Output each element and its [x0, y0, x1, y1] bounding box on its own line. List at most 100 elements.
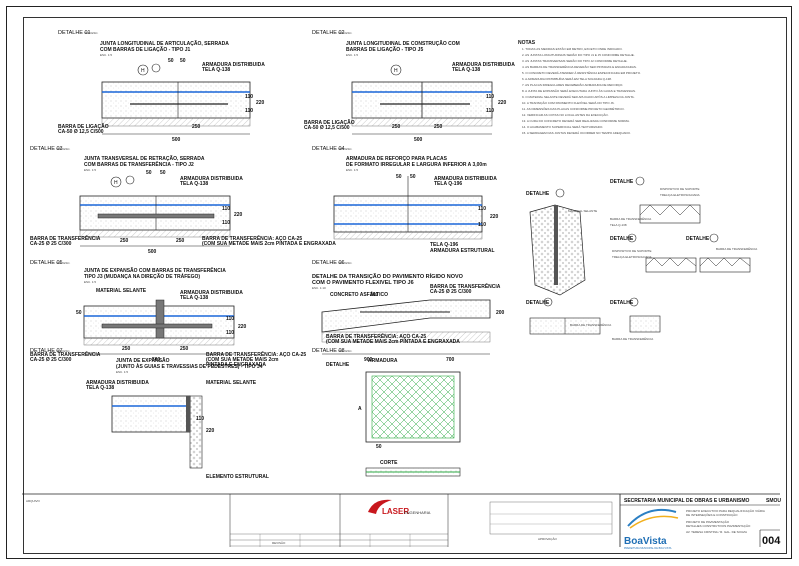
svg-text:SEM ESC.: SEM ESC. [56, 349, 71, 353]
svg-text:12. VERIFICAR AS COTAS NO LOCA: 12. VERIFICAR AS COTAS NO LOCAL ANTES DA… [522, 112, 609, 117]
svg-text:250: 250 [122, 346, 131, 352]
svg-text:BARRA DE TRANSFERÊNCIA: AÇO CA: BARRA DE TRANSFERÊNCIA: AÇO CA-25 [206, 350, 306, 358]
svg-text:DETALHE: DETALHE [526, 191, 550, 197]
svg-text:ARMADURA DISTRIBUIDA: ARMADURA DISTRIBUIDA [86, 380, 149, 386]
svg-text:TELA Q-138: TELA Q-138 [86, 385, 114, 391]
svg-text:DETALHE: DETALHE [686, 236, 710, 242]
svg-text:9. O MATERIAL SELANTE DEVERÁ S: 9. O MATERIAL SELANTE DEVERÁ SER APLICAD… [522, 94, 635, 99]
svg-text:TELA Q-196: TELA Q-196 [434, 181, 462, 187]
notes-block: NOTAS 1. TODAS AS MEDIDAS ESTÃO EM METRO… [518, 40, 641, 135]
svg-text:220: 220 [498, 100, 507, 106]
svg-text:JUNTA DE EXPANSÃO: JUNTA DE EXPANSÃO [116, 357, 170, 364]
svg-text:MATERIAL SELANTE: MATERIAL SELANTE [568, 209, 597, 213]
svg-text:ARMADURA DISTRIBUIDA: ARMADURA DISTRIBUIDA [180, 290, 243, 296]
svg-text:H: H [114, 180, 118, 186]
svg-text:TIPO J3 (MUDANÇA NA DIREÇÃO DE: TIPO J3 (MUDANÇA NA DIREÇÃO DE TRÁFEGO) [84, 273, 200, 280]
svg-text:BARRA DE TRANSFERÊNCIA: AÇO CA: BARRA DE TRANSFERÊNCIA: AÇO CA-25 [202, 234, 302, 242]
svg-text:DETALHE: DETALHE [326, 362, 350, 368]
small-details: DETALHE MATERIAL SELANTE DETALHE DISPOSI… [526, 176, 757, 341]
svg-text:ARMADURA DE REFORÇO PARA PLACA: ARMADURA DE REFORÇO PARA PLACAS [346, 156, 448, 162]
svg-text:MATERIAL SELANTE: MATERIAL SELANTE [206, 380, 257, 386]
svg-text:BARRA DE TRANSFERÊNCIA: BARRA DE TRANSFERÊNCIA [716, 246, 757, 251]
detail-01: DETALHE 01 SEM ESC. JUNTA LONGITUDINAL D… [58, 30, 265, 143]
detail-05: DETALHE 05 SEM ESC. JUNTA DE EXPANSÃO CO… [30, 260, 306, 368]
svg-text:DETALHE 04: DETALHE 04 [312, 146, 345, 152]
svg-text:ESC. 1:5: ESC. 1:5 [84, 280, 96, 284]
svg-text:DETALHE: DETALHE [526, 300, 550, 306]
svg-text:TELA Q-138: TELA Q-138 [610, 223, 627, 227]
svg-text:3. AS JUNTAS TRANSVERSAIS SERÃ: 3. AS JUNTAS TRANSVERSAIS SERÃO DO TIPO … [522, 58, 628, 63]
detail-08-mesh [371, 375, 455, 439]
svg-text:110: 110 [245, 108, 253, 114]
svg-text:CA-50 Ø 12,5 C/500: CA-50 Ø 12,5 C/500 [304, 125, 350, 131]
svg-text:110: 110 [245, 94, 253, 100]
svg-text:DISPOSITIVO DE SUPORTE: DISPOSITIVO DE SUPORTE [660, 187, 699, 191]
svg-text:SEM ESC.: SEM ESC. [338, 261, 353, 265]
svg-text:PINTADA E ENGRAXADA: PINTADA E ENGRAXADA [206, 362, 266, 368]
brand-logo: BoaVista PREFEITURA MUNICIPAL DE BOA VIS… [624, 508, 680, 550]
svg-text:110: 110 [222, 220, 230, 226]
svg-text:220: 220 [238, 324, 247, 330]
svg-text:110: 110 [222, 206, 230, 212]
svg-text:250: 250 [434, 124, 443, 130]
svg-text:700: 700 [446, 357, 455, 363]
svg-text:1. TODAS AS MEDIDAS ESTÃO EM M: 1. TODAS AS MEDIDAS ESTÃO EM METRO, EXCE… [522, 46, 623, 51]
svg-text:250: 250 [392, 124, 401, 130]
svg-text:DETALHE 07: DETALHE 07 [30, 348, 63, 354]
svg-text:10. A TRANSIÇÃO COM PAVIMENTO: 10. A TRANSIÇÃO COM PAVIMENTO FLEXÍVEL S… [522, 100, 615, 105]
svg-text:ARMADURA DISTRIBUIDA: ARMADURA DISTRIBUIDA [452, 62, 515, 68]
agency-name: SECRETARIA MUNICIPAL DE OBRAS E URBANISM… [624, 498, 749, 504]
svg-text:110: 110 [486, 108, 494, 114]
svg-text:BARRA DE LIGAÇÃO: BARRA DE LIGAÇÃO [304, 119, 355, 126]
svg-text:220: 220 [256, 100, 265, 106]
svg-text:DETALHE 06: DETALHE 06 [312, 260, 345, 266]
detail-01-scale: SEM ESC. [84, 31, 99, 35]
svg-text:50: 50 [146, 170, 152, 176]
svg-text:110: 110 [226, 330, 234, 336]
svg-text:110: 110 [478, 206, 486, 212]
svg-text:ELEMENTO ESTRUTURAL: ELEMENTO ESTRUTURAL [206, 474, 269, 480]
svg-text:DISPOSITIVO DE SUPORTE: DISPOSITIVO DE SUPORTE [612, 249, 651, 253]
svg-text:DETALHE 03: DETALHE 03 [30, 146, 63, 152]
svg-text:50: 50 [180, 58, 186, 64]
svg-text:TELA Q-196: TELA Q-196 [430, 242, 458, 248]
svg-text:CORTE: CORTE [380, 460, 398, 466]
svg-text:500: 500 [414, 137, 423, 143]
svg-text:PROJETO EXECUTIVO PARA REQUALI: PROJETO EXECUTIVO PARA REQUALIFICAÇÃO VI… [686, 508, 765, 513]
svg-text:250: 250 [176, 238, 185, 244]
svg-text:CA-25 Ø 25 C/300: CA-25 Ø 25 C/300 [30, 241, 72, 247]
svg-text:200: 200 [496, 310, 505, 316]
svg-text:COM O PAVIMENTO FLEXIVEL TIPO: COM O PAVIMENTO FLEXIVEL TIPO J6 [312, 280, 414, 286]
svg-text:15. A SERRAGEM DAS JUNTAS DEVE: 15. A SERRAGEM DAS JUNTAS DEVERÁ OCORRER… [522, 131, 631, 135]
svg-text:220: 220 [206, 428, 215, 434]
svg-text:ESC. 1:5: ESC. 1:5 [346, 168, 358, 172]
svg-text:ESC. 1:5: ESC. 1:5 [346, 53, 358, 57]
title-block: ARQUIVO REVISÃO LASER ENGENHARIA APROVAÇ… [22, 493, 781, 550]
svg-text:220: 220 [490, 214, 499, 220]
svg-text:250: 250 [120, 238, 129, 244]
svg-text:DETALHE: DETALHE [610, 179, 634, 185]
detail-02: DETALHE 02 SEM ESC. JUNTA LONGITUDINAL D… [304, 30, 515, 143]
svg-text:50: 50 [168, 58, 174, 64]
svg-text:JUNTA DE EXPANSÃO COM BARRAS D: JUNTA DE EXPANSÃO COM BARRAS DE TRANSFER… [84, 266, 226, 274]
svg-text:11. AS DIMENSÕES DAS PLACAS CO: 11. AS DIMENSÕES DAS PLACAS CONFORME PRO… [522, 106, 625, 111]
svg-text:50: 50 [376, 444, 382, 450]
svg-text:50: 50 [410, 174, 416, 180]
svg-text:DETALHE: DETALHE [610, 236, 634, 242]
svg-text:CONCRETO ASFÁLTICO: CONCRETO ASFÁLTICO [330, 291, 388, 298]
svg-text:BARRA DE TRANSFERÊNCIA: BARRA DE TRANSFERÊNCIA [612, 336, 653, 341]
svg-text:JUNTA TRANSVERSAL DE RETRAÇÃO,: JUNTA TRANSVERSAL DE RETRAÇÃO, SERRADA [84, 155, 205, 162]
svg-text:6. A ARMADURA DISTRIBUÍDA SERÁ: 6. A ARMADURA DISTRIBUÍDA SERÁ EM TELA S… [522, 77, 612, 81]
svg-text:(JUNTO ÀS GUIAS E TRAVESSIAS D: (JUNTO ÀS GUIAS E TRAVESSIAS DE PEDESTRE… [116, 363, 263, 370]
svg-text:7. AS PLACAS IRREGULARES RECEB: 7. AS PLACAS IRREGULARES RECEBERÃO ARMAD… [522, 82, 623, 87]
svg-text:DE INTERSEÇÕES E CONSTRUÇÃO: DE INTERSEÇÕES E CONSTRUÇÃO [686, 512, 738, 517]
svg-text:H: H [141, 68, 145, 74]
detail-04: DETALHE 04 SEM ESC. ARMADURA DE REFORÇO … [312, 146, 499, 254]
svg-text:220: 220 [234, 212, 243, 218]
svg-text:BARRAS DE LIGAÇÃO - TIPO J5: BARRAS DE LIGAÇÃO - TIPO J5 [346, 46, 423, 53]
notes-title: NOTAS [518, 40, 536, 46]
svg-text:PROJETO DE PAVIMENTAÇÃO: PROJETO DE PAVIMENTAÇÃO [686, 519, 730, 524]
svg-text:JUNTA LONGITUDINAL DE CONSTRUÇ: JUNTA LONGITUDINAL DE CONSTRUÇÃO COM [346, 40, 460, 47]
svg-text:AV. TERESA CRISTINA / R. GAL.: AV. TERESA CRISTINA / R. GAL. DE SOUZA [686, 530, 747, 534]
svg-text:DETALHES CONSTRUTIVOS PAVIMENT: DETALHES CONSTRUTIVOS PAVIMENTAÇÃO [686, 523, 751, 528]
